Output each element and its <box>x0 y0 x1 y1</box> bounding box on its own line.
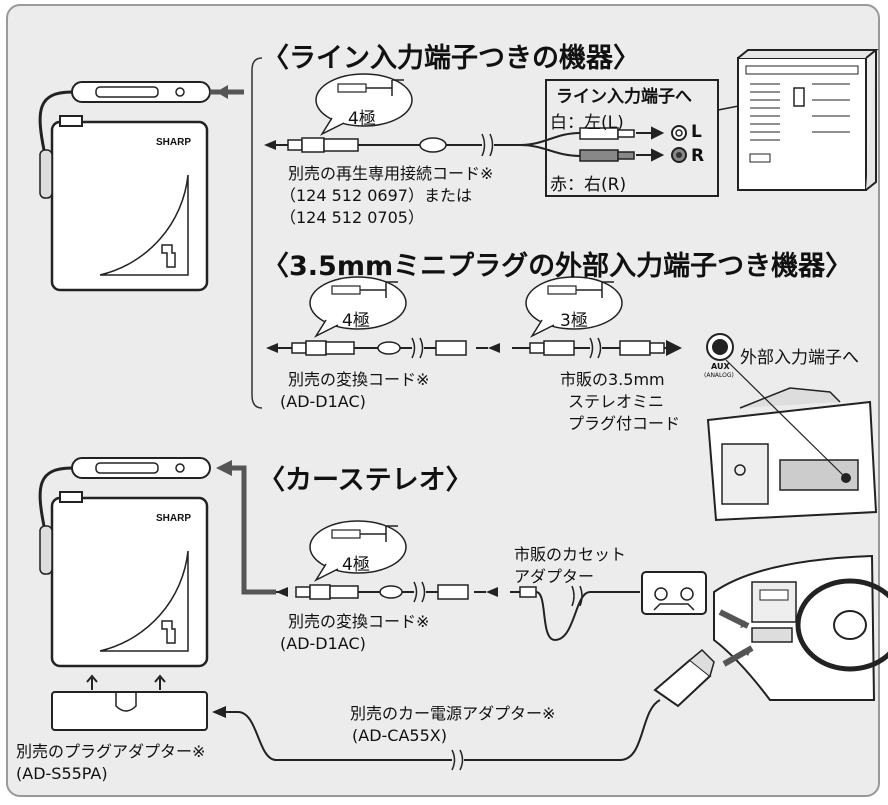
heading-line-in-device: 〈ライン入力端子つきの機器〉 <box>262 43 640 74</box>
red-right-label: 赤：右(R) <box>550 175 627 195</box>
stereo-mini-cord-line3: プラグ付コード <box>568 414 681 433</box>
line-in-callout-box <box>545 79 719 197</box>
cassette-adapter-line1: 市販のカセット <box>514 545 627 564</box>
svg-text:SHARP: SHARP <box>156 137 191 148</box>
plug-adapter-label: 別売のプラグアダプター※ <box>16 742 206 761</box>
svg-text:AUX: AUX <box>711 362 730 371</box>
audio-tower <box>737 49 879 191</box>
remote-control-top <box>71 81 211 103</box>
bubble-4pole-2 <box>309 276 407 338</box>
car-dashboard <box>713 554 888 701</box>
playback-cord-model-2: （124 512 0705） <box>280 208 424 227</box>
playback-cord-model-1: （124 512 0697）または <box>280 186 472 205</box>
player-body-top <box>50 120 209 292</box>
stereo-mini-cord-line2: ステレオミニ <box>568 392 665 411</box>
stereo-mini-cord-line1: 市販の3.5mm <box>560 370 665 389</box>
cassette-adapter <box>641 571 707 615</box>
mini-plug-cables: AUX (ANALOG) <box>266 333 734 379</box>
pole-label-3: 3極 <box>560 311 588 331</box>
remote-control-bottom <box>71 457 211 479</box>
conversion-cord-label-1: 別売の変換コード※ <box>288 370 430 389</box>
playback-cord-label: 別売の再生専用接続コード※ <box>288 164 494 183</box>
mini-component-stereo <box>706 359 878 522</box>
line-cable <box>264 79 791 197</box>
player-top: SHARP <box>38 81 244 292</box>
pole-label-4: 4極 <box>342 555 370 575</box>
car-stereo-cables <box>216 460 715 771</box>
pole-label-2: 4極 <box>342 311 370 331</box>
plug-adapter-model: (AD-S55PA) <box>16 764 108 783</box>
white-left-label: 白：左(L) <box>550 113 624 133</box>
conversion-cord-label-2: 別売の変換コード※ <box>288 612 430 631</box>
R-jack-label: R <box>691 146 705 166</box>
car-power-adapter-model: (AD-CA55X) <box>352 726 447 745</box>
heading-car-stereo: 〈カーステレオ〉 <box>258 465 473 496</box>
L-jack-label: L <box>691 122 702 142</box>
player-body-bottom <box>50 496 209 668</box>
car-power-adapter-label: 別売のカー電源アダプター※ <box>350 704 556 723</box>
pole-label-1: 4極 <box>348 109 376 129</box>
svg-text:SHARP: SHARP <box>156 513 191 524</box>
conversion-cord-model-1: (AD-D1AC) <box>280 392 366 411</box>
player-bottom: SHARP <box>38 457 238 731</box>
bubble-3pole <box>525 276 623 338</box>
connection-bracket <box>251 57 263 409</box>
svg-text:(ANALOG): (ANALOG) <box>704 372 734 379</box>
heading-mini-plug-device: 〈3.5mmミニプラグの外部入力端子つき機器〉 <box>262 251 853 282</box>
conversion-cord-model-2: (AD-D1AC) <box>280 634 366 653</box>
bubble-4pole-1 <box>315 73 413 136</box>
bubble-4pole-3 <box>309 520 407 582</box>
line-in-terminal-label: ライン入力端子へ <box>556 87 692 107</box>
external-input-label: 外部入力端子へ <box>740 348 859 368</box>
cassette-adapter-line2: アダプター <box>514 567 595 586</box>
